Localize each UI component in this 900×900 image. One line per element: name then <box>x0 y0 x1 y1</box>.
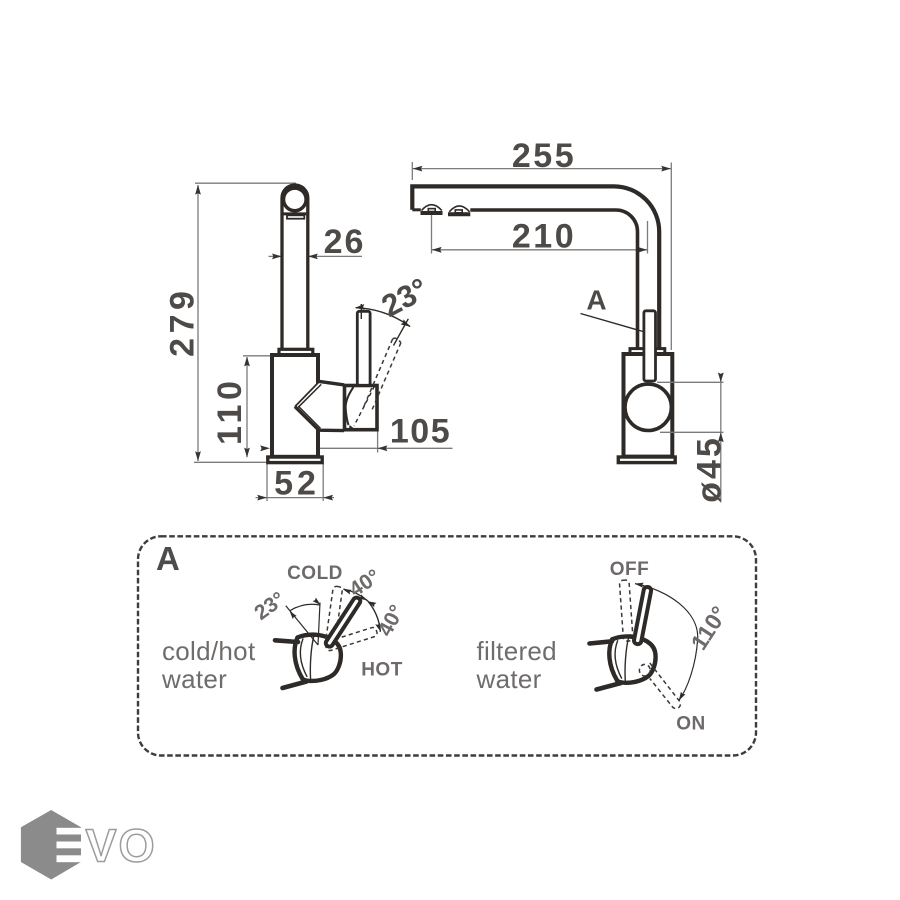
svg-text:water: water <box>476 664 542 694</box>
svg-text:ON: ON <box>676 714 706 735</box>
svg-text:A: A <box>586 285 606 316</box>
svg-text:filtered: filtered <box>477 636 557 666</box>
svg-text:110°: 110° <box>685 601 732 654</box>
svg-text:ø45: ø45 <box>691 435 729 503</box>
svg-text:210: 210 <box>512 218 576 256</box>
svg-text:105: 105 <box>390 413 451 451</box>
svg-text:52: 52 <box>274 465 320 503</box>
svg-text:255: 255 <box>512 137 576 175</box>
svg-text:26: 26 <box>324 223 366 261</box>
svg-text:23°: 23° <box>250 588 289 625</box>
svg-text:40°: 40° <box>374 601 409 640</box>
svg-text:279: 279 <box>164 287 202 357</box>
svg-text:OFF: OFF <box>610 559 650 580</box>
svg-text:A: A <box>156 540 180 577</box>
svg-text:COLD: COLD <box>287 563 343 584</box>
svg-text:VO: VO <box>86 820 157 872</box>
svg-text:water: water <box>161 664 227 694</box>
svg-text:110: 110 <box>211 377 249 445</box>
svg-text:40°: 40° <box>345 565 384 602</box>
svg-text:cold/hot: cold/hot <box>162 636 256 666</box>
svg-text:HOT: HOT <box>361 660 403 681</box>
svg-text:23°: 23° <box>376 271 434 324</box>
